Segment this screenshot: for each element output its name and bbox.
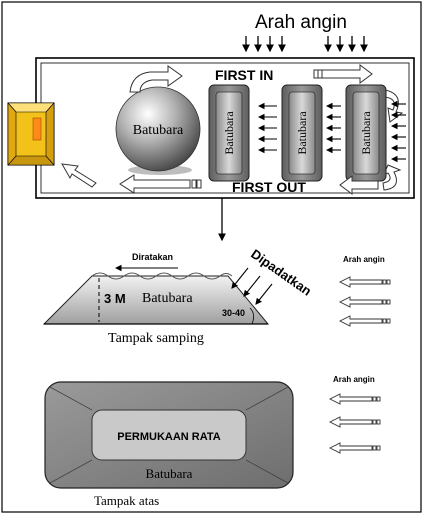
first-out-arrow-left: [119, 174, 202, 194]
yard-door: [7, 102, 55, 166]
curved-arrow-top: [129, 65, 183, 93]
top-view-wind-arrows: [328, 393, 381, 454]
top-surface: [91, 409, 247, 461]
side-leveled-label: Diratakan: [132, 252, 173, 262]
pile-3-label: Batubara: [359, 111, 373, 155]
side-wind-arrows: [338, 276, 391, 327]
first-in-label: FIRST IN: [215, 67, 273, 83]
top-wind-arrows: [242, 36, 368, 53]
top-coal-label: Batubara: [146, 466, 193, 481]
side-view: 3 M Batubara 30-40 Diratakan Dipadatkan …: [42, 246, 314, 346]
curved-arrow-right-bottom: [381, 164, 402, 191]
coal-pile-3: Batubara: [345, 84, 387, 182]
top-surface-label: PERMUKAAN RATA: [117, 431, 221, 443]
side-caption: Tampak samping: [108, 331, 204, 346]
top-wind-label: Arah angin: [333, 375, 375, 384]
coal-pile-2: Batubara: [281, 84, 323, 182]
top-view: PERMUKAAN RATA Batubara Tampak atas: [44, 381, 294, 508]
coal-sphere: Batubara: [115, 86, 201, 175]
side-wavy-surface: [91, 272, 233, 280]
diagonal-arrow-bottom-left: [61, 163, 97, 188]
curved-arrow-right-top: [383, 89, 404, 123]
pile-1-label: Batubara: [222, 111, 236, 155]
side-angle-label: 30-40: [222, 308, 245, 318]
coal-pile-1: Batubara: [208, 84, 250, 182]
side-coal-label: Batubara: [142, 291, 193, 306]
pile-2-label: Batubara: [295, 111, 309, 155]
first-out-label: FIRST OUT: [232, 179, 306, 195]
first-out-arrow-right: [339, 175, 379, 195]
wind-arrows-between-piles: [257, 100, 406, 163]
coal-label: Batubara: [133, 123, 184, 138]
side-height-label: 3 M: [104, 291, 126, 306]
side-wind-label: Arah angin: [343, 255, 385, 264]
first-in-arrow: [313, 64, 373, 84]
top-wind-label: Arah angin: [255, 12, 347, 33]
top-caption: Tampak atas: [94, 493, 159, 508]
side-compacted-label: Dipadatkan: [248, 246, 314, 299]
